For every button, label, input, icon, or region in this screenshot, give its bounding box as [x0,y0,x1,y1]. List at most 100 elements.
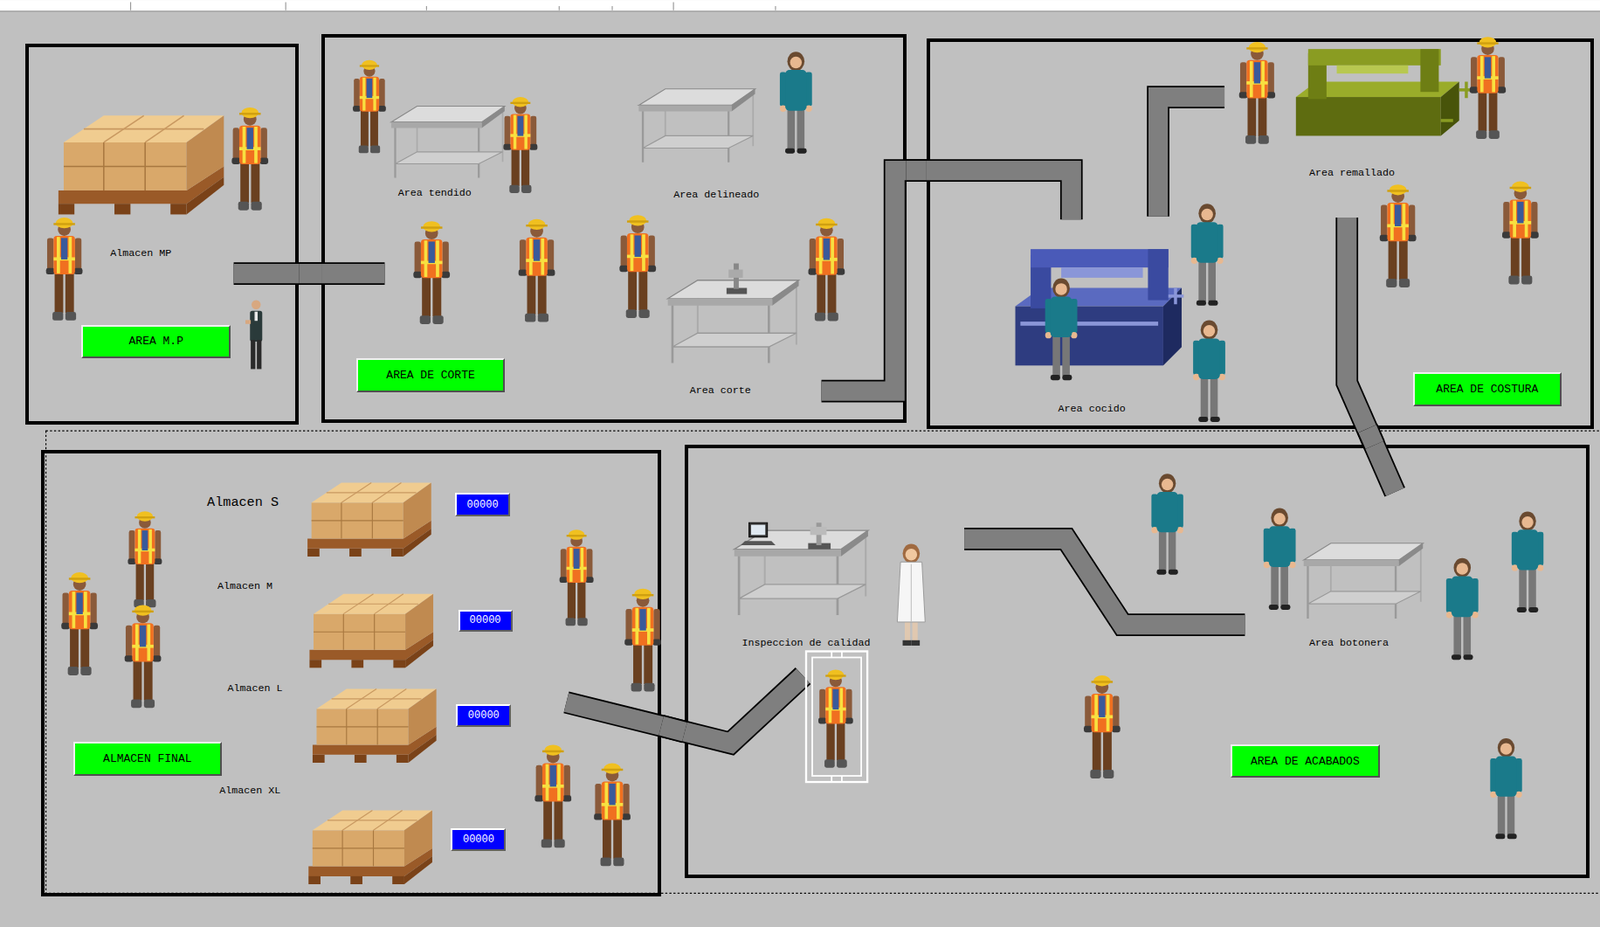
connector-band [298,263,322,283]
worker-figure [1083,675,1121,779]
area-box: Area remalladoArea cocido AREA DE COSTURA [926,38,1594,428]
area-caption: Area delineado [611,190,821,201]
conveyor-band [1346,217,1395,492]
counter-value: 00000 [462,834,495,845]
area-label: AREA M.P [81,324,231,359]
ruler-strip [0,0,1600,12]
conveyor-band [1346,217,1395,492]
conveyor-band [964,538,1245,625]
woman-figure [779,51,813,154]
connector-band [661,725,685,732]
work-table [638,89,755,163]
conveyor-band [565,675,803,744]
worker-figure [559,529,594,626]
counter-display: 00000 [450,827,506,852]
worker-figure [127,510,162,607]
work-table [668,280,800,364]
pallet-boxes [58,115,224,214]
area-caption: Inspeccion de calidad [701,638,911,649]
work-table [1303,543,1424,619]
microscope [726,263,747,295]
counter-value: 00000 [467,499,499,511]
area-title: AREA M.P [129,335,184,347]
conveyor-band [234,262,386,285]
connector-outline [661,725,685,732]
woman-figure [1511,511,1544,613]
area-box: Almacen MP AREA M.P [25,43,299,425]
area-label: AREA DE CORTE [356,358,506,393]
inspection-frame [806,650,868,782]
microscope [807,522,831,549]
area-label: AREA DE COSTURA [1413,372,1561,407]
area-caption: Area corte [615,386,826,397]
worker-figure [124,604,162,708]
worker-figure [534,744,572,849]
conveyor-bands [234,96,1396,744]
worker-figure [413,220,450,325]
area-caption: Almacen L [150,683,360,695]
area-title: AREA DE COSTURA [1435,383,1538,395]
woman-figure [1193,320,1226,423]
conveyor-band [1158,96,1225,217]
worker-figure [46,217,83,321]
conveyor-connector [661,725,685,732]
conveyor-band [234,263,386,283]
conveyor-band [821,170,1072,391]
counter-display: 00000 [455,492,511,517]
ruler-ticks [0,1,1600,12]
counter-value: 00000 [469,614,502,626]
work-table [734,530,869,615]
woman-figure [1151,473,1183,574]
inspector-figure [896,543,925,646]
woman-figure [1489,737,1522,839]
area-caption: Area botonera [1244,638,1455,649]
sewing-machine-blue [1015,248,1185,366]
pallet-boxes [307,482,432,557]
area-caption: Almacen XL [144,786,355,797]
area-caption: Area remallado [1247,168,1457,180]
worker-figure [1469,36,1506,139]
area-caption: Almacen MP [35,248,246,260]
worker-figure [503,96,538,194]
connector-outline [298,262,322,285]
area-caption: Area tendido [330,188,540,200]
area-caption: Area cocido [986,404,1197,415]
area-title: AREA DE CORTE [386,369,475,381]
area-caption: Almacen S [137,496,348,510]
worker-figure [1239,41,1276,145]
conveyor-connector [1367,428,1375,446]
worker-figure [231,107,269,211]
worker-figure [619,214,656,318]
counter-display: 00000 [458,609,513,633]
worker-figure [808,218,846,322]
worker-figure [1379,184,1417,288]
conveyor-connector [906,170,927,172]
worker-figure [61,572,98,676]
worker-figure [818,669,854,768]
manager-figure [245,300,263,370]
worker-figure [518,219,556,323]
worker-figure [593,763,631,867]
woman-figure [1191,203,1224,306]
counter-value: 00000 [468,710,500,721]
worker-figure [1502,181,1539,285]
woman-figure [1045,278,1078,381]
area-caption: Almacen M [139,581,350,593]
pallet-boxes [312,688,437,763]
work-table [391,105,505,178]
connector-band [906,160,927,180]
area-box: Area tendido Area delineadoArea corte AREA… [321,34,906,423]
conveyor-band [821,170,1072,391]
area-title: ALMACEN FINAL [103,752,192,765]
conveyor-band [1158,96,1225,217]
area-box: Almacen S Almacen M Almacen L Almacen XL 000… [41,449,662,897]
worker-figure [624,588,662,692]
connector-outline [1367,428,1375,446]
counter-display: 00000 [455,703,511,727]
dashed-zone [46,430,1600,893]
conveyor-band [964,538,1245,625]
connector-outline [906,158,927,182]
area-title: AREA DE ACABADOS [1250,755,1360,767]
